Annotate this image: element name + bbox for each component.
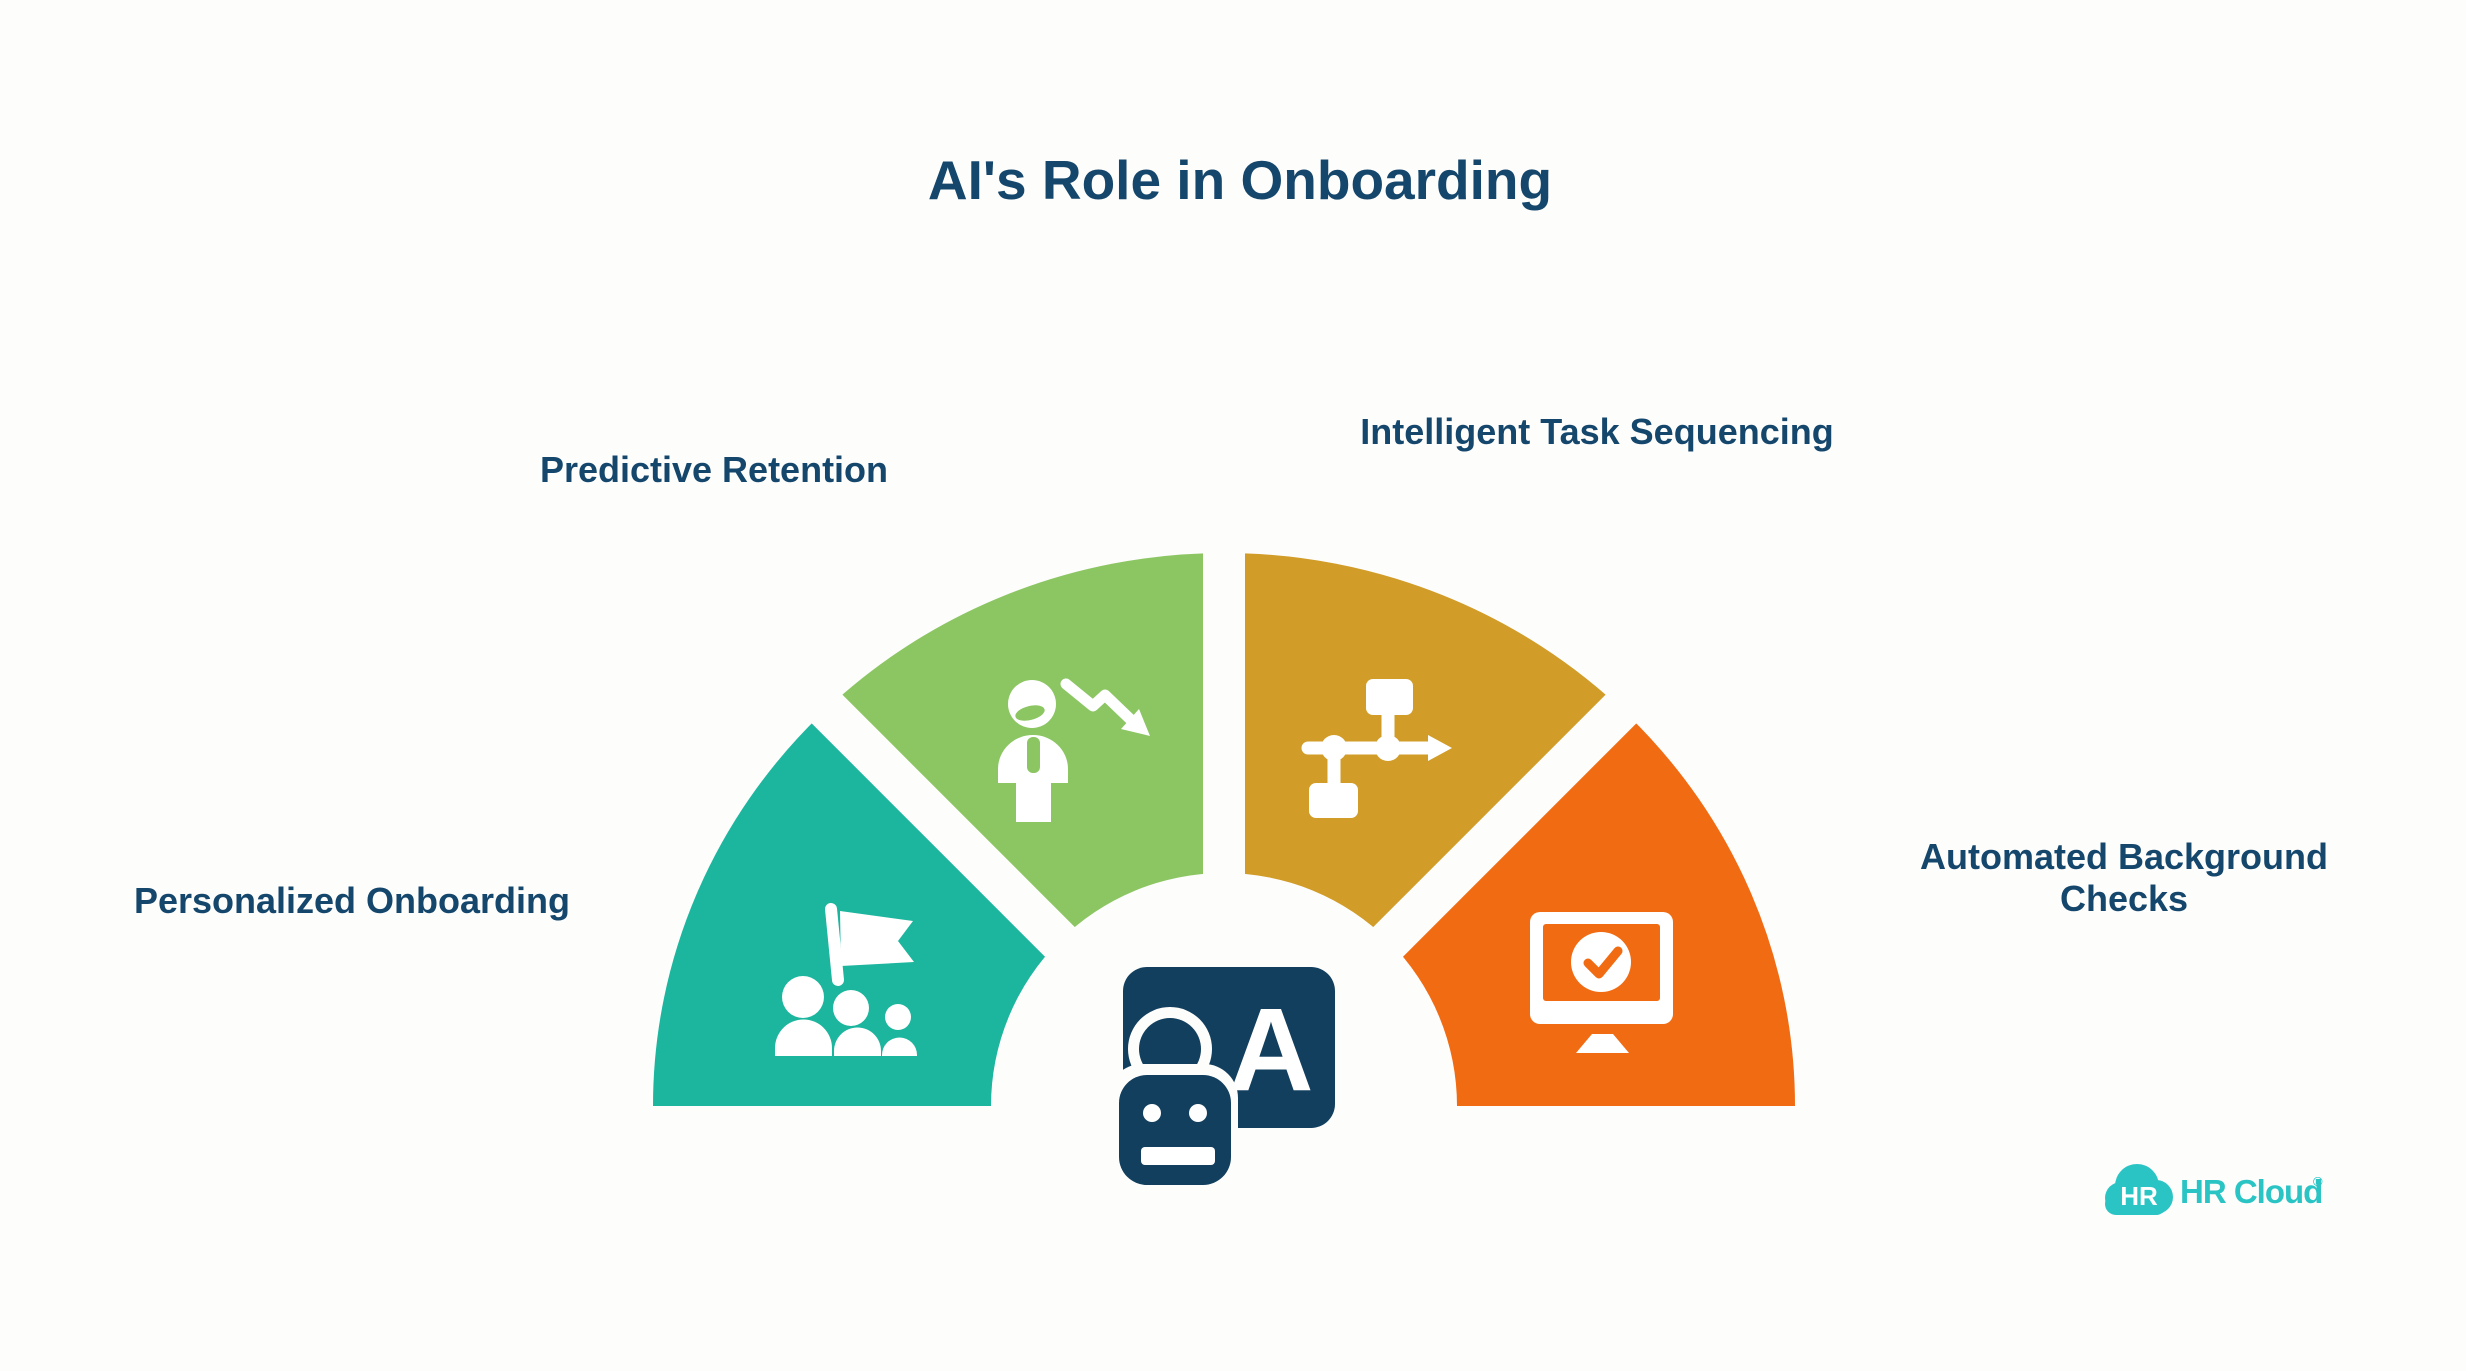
hr-badge-text: HR — [2120, 1181, 2158, 1211]
decline-arrow-head — [1121, 709, 1150, 736]
check-circle — [1571, 932, 1631, 992]
robot-mouth — [1141, 1147, 1215, 1165]
label-personalized-onboarding: Personalized Onboarding — [133, 880, 571, 921]
ai-robot-chat-icon: A — [1108, 967, 1335, 1194]
label-intelligent-task-sequencing: Intelligent Task Sequencing — [1360, 411, 1834, 452]
monitor-stand — [1576, 1034, 1629, 1053]
letter-a: A — [1228, 984, 1313, 1116]
hr-cloud-wordmark: HR Cloud — [2180, 1173, 2322, 1210]
flow-arrow-head — [1428, 735, 1452, 761]
person-body — [998, 735, 1068, 822]
flag-pole — [825, 903, 844, 986]
robot-eye-right — [1189, 1104, 1207, 1122]
label-automated-background-checks: Automated Background Checks — [1919, 836, 2329, 919]
label-predictive-retention: Predictive Retention — [539, 449, 889, 490]
check-mark — [1583, 946, 1623, 979]
robot-face — [1119, 1075, 1231, 1185]
infographic-title: AI's Role in Onboarding — [927, 149, 1553, 211]
monitor-check-icon — [1530, 912, 1673, 1053]
team-flag-icon — [775, 903, 917, 1056]
decline-arrow-line — [1060, 678, 1136, 725]
flag-banner — [840, 911, 914, 966]
flowchart-icon — [1301, 679, 1452, 818]
person-decline-arrow-icon — [998, 678, 1150, 822]
registered-mark: ® — [2313, 1174, 2323, 1189]
hr-cloud-badge — [2105, 1164, 2173, 1215]
robot-eye-left — [1143, 1104, 1161, 1122]
hr-cloud-logo: HR HR Cloud ® — [2105, 1164, 2323, 1215]
smile-cut — [1015, 705, 1045, 721]
tie-cut — [1027, 737, 1040, 773]
